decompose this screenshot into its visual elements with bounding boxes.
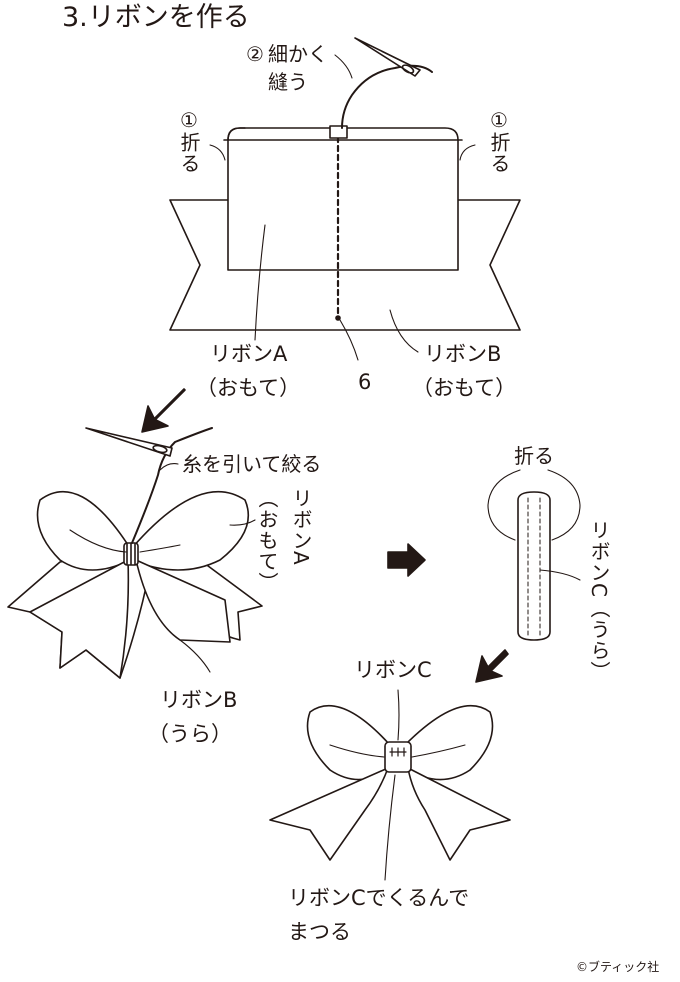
thread-1 bbox=[341, 64, 433, 129]
ribbon-b-label: リボンB bbox=[424, 342, 502, 366]
step1-circle-number-1-right: ① bbox=[490, 108, 508, 132]
page-title: 3.リボンを作る bbox=[62, 2, 250, 33]
bow-lower-left bbox=[29, 559, 130, 679]
final-bow-lower-right bbox=[407, 767, 511, 861]
fold-leader bbox=[487, 469, 521, 541]
step3-fold-label: 折る bbox=[514, 444, 554, 468]
step1-circle-number-2: ② bbox=[246, 42, 264, 66]
final-note-line2: まつる bbox=[288, 920, 351, 944]
arrow-right-icon bbox=[387, 543, 426, 577]
ribbon-b-side-label: （おもて） bbox=[412, 376, 517, 400]
step1-fold-label-right: 折る bbox=[487, 132, 511, 174]
arrow-down-left-icon bbox=[141, 388, 186, 433]
ribbon-c-strip bbox=[517, 491, 551, 641]
arrow-down-left-icon-2 bbox=[475, 649, 509, 683]
step1-stitch-label-line1: 細かく bbox=[268, 42, 328, 66]
final-bow-lower-left bbox=[269, 767, 389, 861]
final-bow-right-loop bbox=[404, 704, 494, 781]
pull-thread-label: 糸を引いて絞る bbox=[182, 452, 322, 476]
bow-left-loop bbox=[36, 490, 131, 571]
ribbon-b-back-side-label: （うら） bbox=[148, 722, 232, 746]
final-note-line1: リボンCでくるんで bbox=[288, 886, 470, 910]
final-bow-left-loop bbox=[306, 704, 391, 781]
ribbon-a-vertical-side-label: （おもて） bbox=[255, 488, 279, 593]
ribbon-a-vertical-label: リボンA bbox=[289, 488, 313, 566]
ribbon-a-fold-left bbox=[227, 127, 246, 141]
ribbon-b-back-label: リボンB bbox=[160, 688, 238, 712]
ribbon-a-side-label: （おもて） bbox=[196, 376, 301, 400]
step1-circle-number-1-left: ① bbox=[180, 108, 198, 132]
ribbon-c-vertical-label: リボンC（うら） bbox=[587, 520, 611, 682]
step1-stitch-label-line2: 縫う bbox=[268, 70, 308, 94]
needle-1-icon bbox=[354, 37, 421, 77]
ribbon-a-label: リボンA bbox=[210, 342, 288, 366]
measure-label: 6 bbox=[358, 370, 372, 394]
thread-2 bbox=[131, 427, 213, 544]
copyright: ©ブティック社 bbox=[576, 960, 660, 974]
step1-fold-label-left: 折る bbox=[177, 132, 201, 174]
bow-lower-right bbox=[135, 559, 231, 643]
ribbon-c-wrap bbox=[384, 741, 412, 773]
needle-2-icon bbox=[85, 427, 173, 457]
bow-right-loop bbox=[131, 490, 250, 571]
ribbon-c-label: リボンC bbox=[354, 658, 432, 682]
